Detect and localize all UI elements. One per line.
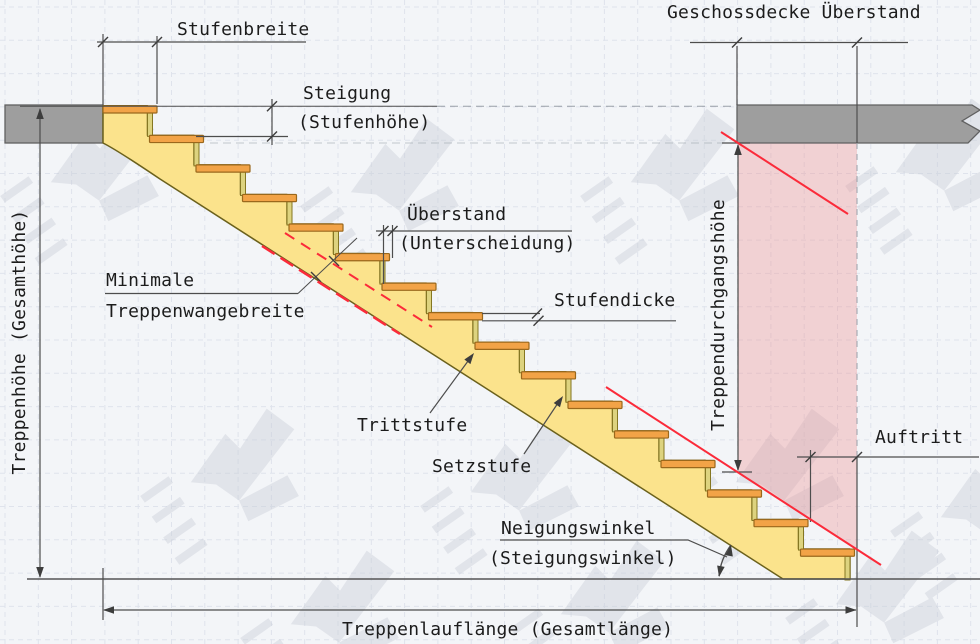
headroom-pitch-line bbox=[720, 131, 849, 215]
label-geschossdecke-ueberstand: Geschossdecke Überstand bbox=[667, 2, 921, 23]
label-stufenhoehe: (Stufenhöhe) bbox=[298, 112, 431, 133]
label-auftritt: Auftritt bbox=[875, 427, 964, 448]
stringer-min-width-inner bbox=[284, 232, 433, 328]
label-stufendicke: Stufendicke bbox=[554, 290, 676, 311]
headroom-zone bbox=[738, 143, 857, 549]
staircase bbox=[102, 105, 856, 581]
label-neigungswinkel: Neigungswinkel bbox=[501, 518, 656, 539]
label-trittstufe: Trittstufe bbox=[357, 415, 468, 436]
pitch-line bbox=[605, 386, 882, 566]
label-treppenlauflaenge: Treppenlauflänge (Gesamtlänge) bbox=[342, 619, 674, 640]
dimension-lines bbox=[20, 34, 980, 627]
label-ueberstand: Überstand bbox=[407, 204, 507, 225]
label-unterscheidung: (Unterscheidung) bbox=[399, 233, 576, 254]
label-treppenhoehe: Treppenhöhe (Gesamthöhe) bbox=[9, 209, 30, 475]
label-setzstufe: Setzstufe bbox=[432, 456, 532, 477]
label-treppenwangebreite: Treppenwangebreite bbox=[106, 301, 305, 322]
label-stufenbreite: Stufenbreite bbox=[177, 19, 310, 40]
stringer-min-width-edge bbox=[261, 244, 401, 336]
label-steigung: Steigung bbox=[303, 83, 392, 104]
dimension-arrows bbox=[36, 108, 857, 614]
slab-right bbox=[736, 104, 980, 144]
slab-left bbox=[4, 104, 104, 144]
label-treppendurchgangshoehe: Treppendurchgangshöhe bbox=[708, 199, 729, 431]
label-minimale: Minimale bbox=[106, 270, 195, 291]
reference-lines bbox=[210, 105, 858, 457]
pitch-lines bbox=[261, 131, 882, 566]
label-steigungswinkel: (Steigungswinkel) bbox=[489, 548, 677, 569]
dimension-ticks bbox=[97, 36, 863, 463]
